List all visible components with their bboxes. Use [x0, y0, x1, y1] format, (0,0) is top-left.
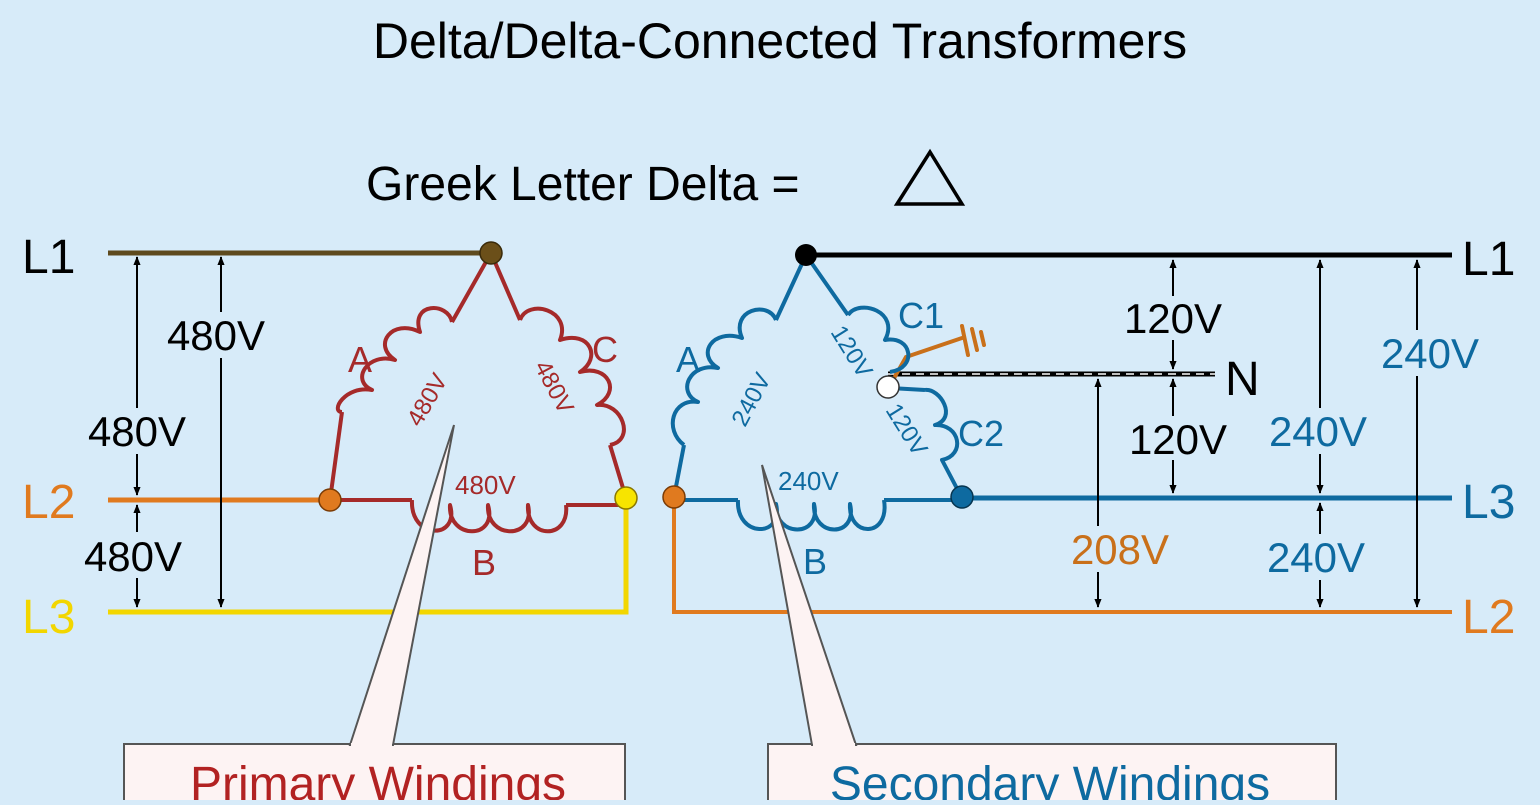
primary-l1-terminal [479, 241, 503, 265]
secondary-callout: Secondary Windings [761, 464, 1337, 805]
secondary-winding-b-voltage: 240V [778, 466, 839, 496]
primary-callout-text: Primary Windings [190, 758, 566, 800]
primary-winding-c-label: C [592, 329, 618, 370]
primary-winding-c-voltage: 480V [529, 356, 579, 418]
primary-l3-conductor [108, 498, 629, 615]
primary-l3-label: L3 [22, 591, 75, 644]
primary-winding-b-label: B [472, 542, 496, 583]
secondary-l1-l2-voltage: 240V [1381, 330, 1479, 377]
secondary-l2-label: L2 [1462, 591, 1515, 644]
secondary-l1-terminal [795, 244, 817, 266]
secondary-l2-terminal [662, 485, 686, 509]
secondary-neutral-label: N [1225, 353, 1260, 406]
primary-l1-label: L1 [22, 231, 75, 284]
primary-l2-terminal [318, 488, 342, 512]
secondary-winding-b-label: B [803, 541, 827, 582]
secondary-callout-text: Secondary Windings [830, 758, 1270, 800]
secondary-winding-a-label: A [676, 339, 700, 380]
primary-l2-label: L2 [22, 476, 75, 529]
secondary-l3-terminal [950, 485, 974, 509]
secondary-n-l3-voltage: 120V [1129, 416, 1227, 463]
secondary-winding-c2-label: C2 [958, 413, 1004, 454]
secondary-l3-label: L3 [1462, 476, 1515, 529]
secondary-n-l2-voltage: 208V [1071, 526, 1169, 573]
secondary-l1-n-voltage: 120V [1124, 295, 1222, 342]
primary-winding-b [330, 498, 626, 534]
secondary-winding-a-voltage: 240V [726, 369, 776, 431]
secondary-l2-conductor [672, 497, 1452, 614]
page-title: Delta/Delta-Connected Transformers [373, 13, 1187, 69]
secondary-winding-b [674, 498, 962, 532]
secondary-side: A C1 C2 B 240V 120V 120V 240V L1 N L3 L2… [662, 233, 1515, 644]
primary-winding-b-voltage: 480V [455, 470, 516, 500]
primary-winding-a-voltage: 480V [402, 369, 453, 431]
delta-triangle-icon [893, 148, 966, 206]
ground-icon [891, 324, 986, 382]
secondary-winding-c1-label: C1 [898, 295, 944, 336]
secondary-winding-c1-voltage: 120V [825, 321, 878, 383]
primary-l3-terminal [614, 486, 638, 510]
primary-winding-a-label: A [348, 339, 372, 380]
primary-callout: Primary Windings [123, 424, 626, 805]
primary-l2-l3-voltage: 480V [84, 533, 182, 580]
primary-l1-l2-voltage: 480V [88, 408, 186, 455]
secondary-neutral-tap [876, 375, 900, 399]
primary-l1-l3-voltage: 480V [167, 312, 265, 359]
greek-delta-label: Greek Letter Delta = [366, 158, 800, 211]
primary-winding-a [328, 252, 493, 501]
secondary-l1-l3-voltage: 240V [1269, 408, 1367, 455]
secondary-winding-c2-voltage: 120V [880, 399, 933, 461]
secondary-l1-label: L1 [1462, 233, 1515, 286]
secondary-l3-l2-voltage: 240V [1267, 534, 1365, 581]
primary-side: L1 L2 L3 A C B 480V 480V 480V 480V [22, 231, 638, 644]
